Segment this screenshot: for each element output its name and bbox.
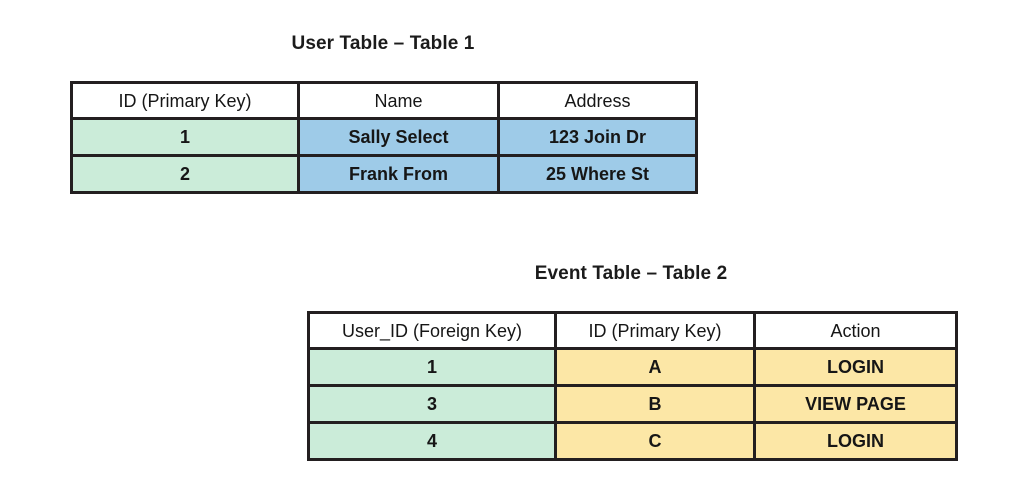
event-table-row: 3 B VIEW PAGE [307, 384, 958, 424]
event-cell-id: A [554, 347, 756, 387]
event-cell-action: LOGIN [753, 421, 958, 461]
event-table-header-action: Action [753, 311, 958, 350]
event-cell-user-id: 3 [307, 384, 557, 424]
event-cell-id: C [554, 421, 756, 461]
event-table-title: Event Table – Table 2 [534, 263, 728, 284]
event-table-row: 1 A LOGIN [307, 347, 958, 387]
event-table: User_ID (Foreign Key) ID (Primary Key) A… [307, 311, 958, 461]
event-cell-user-id: 4 [307, 421, 557, 461]
user-table-header-name: Name [297, 81, 500, 120]
user-table-header-id: ID (Primary Key) [70, 81, 300, 120]
user-cell-address: 123 Join Dr [497, 117, 698, 157]
user-cell-id: 2 [70, 154, 300, 194]
event-table-header-user-id: User_ID (Foreign Key) [307, 311, 557, 350]
event-cell-user-id: 1 [307, 347, 557, 387]
user-table-header-row: ID (Primary Key) Name Address [70, 81, 698, 120]
user-cell-name: Sally Select [297, 117, 500, 157]
user-cell-address: 25 Where St [497, 154, 698, 194]
user-table-title: User Table – Table 1 [291, 33, 475, 54]
event-cell-action: LOGIN [753, 347, 958, 387]
user-table-row: 2 Frank From 25 Where St [70, 154, 698, 194]
event-table-row: 4 C LOGIN [307, 421, 958, 461]
event-cell-id: B [554, 384, 756, 424]
event-table-header-row: User_ID (Foreign Key) ID (Primary Key) A… [307, 311, 958, 350]
user-cell-name: Frank From [297, 154, 500, 194]
user-table: ID (Primary Key) Name Address 1 Sally Se… [70, 81, 698, 194]
event-table-header-id: ID (Primary Key) [554, 311, 756, 350]
user-table-header-address: Address [497, 81, 698, 120]
user-cell-id: 1 [70, 117, 300, 157]
user-table-row: 1 Sally Select 123 Join Dr [70, 117, 698, 157]
event-cell-action: VIEW PAGE [753, 384, 958, 424]
